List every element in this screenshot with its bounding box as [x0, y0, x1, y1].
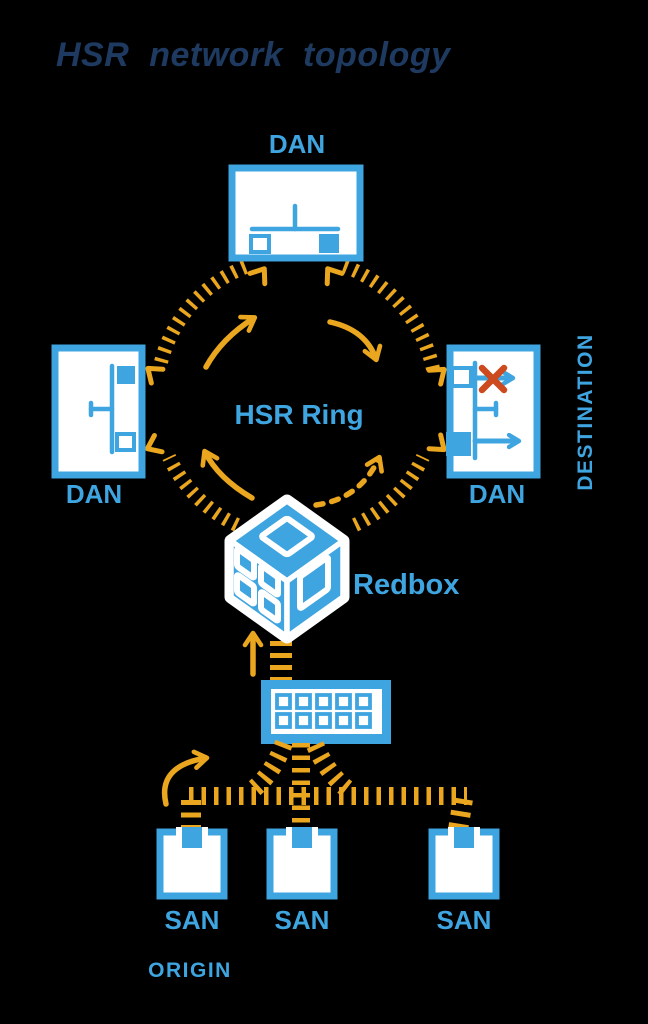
san-left-device: SAN	[156, 827, 228, 935]
san-links	[181, 739, 473, 832]
link-to-san-right	[448, 797, 473, 832]
redbox-device: Redbox	[224, 494, 459, 644]
ring-arrowhead-icon	[144, 432, 165, 455]
san-center-label: SAN	[275, 905, 330, 935]
san-center-device: SAN	[266, 827, 338, 935]
dan-left-device: DAN	[51, 344, 146, 509]
link-switch-branch-left	[245, 739, 293, 799]
san-right-label: SAN	[437, 905, 492, 935]
dan-top-label: DAN	[269, 129, 325, 159]
ring-arc-bottom-left	[162, 453, 241, 532]
ring-arc-top-left	[154, 259, 251, 364]
hsr-ring-label: HSR Ring	[234, 399, 363, 430]
dan-left-label: DAN	[66, 479, 122, 509]
ring-arrowhead-icon	[247, 266, 268, 287]
san-right-device: SAN	[428, 827, 500, 935]
ring-arrowhead-icon	[145, 365, 166, 386]
dan-right-label: DAN	[469, 479, 525, 509]
dan-node-icon	[228, 164, 364, 262]
redbox-cube-icon	[224, 494, 350, 644]
dan-right-device: DAN	[446, 344, 541, 509]
origin-flow-arrow	[161, 749, 210, 807]
ring-arrowhead-icon	[426, 432, 447, 453]
hsr-ring	[144, 259, 447, 532]
ring-flow-arrow-top-right	[327, 319, 383, 363]
ring-arc-top-right	[341, 259, 440, 371]
ring-flow-arrow-bottom-left	[200, 448, 255, 501]
san-node-icon	[156, 827, 228, 900]
destination-label: DESTINATION	[574, 333, 597, 490]
ethernet-switch-icon	[261, 680, 391, 744]
ring-arc-bottom-right	[351, 453, 430, 532]
ring-arrowhead-icon	[324, 266, 345, 287]
ring-flow-arrow-dashed	[313, 454, 384, 508]
page-title: HSR network topology	[56, 36, 452, 74]
dan-node-icon	[51, 344, 146, 479]
san-left-label: SAN	[165, 905, 220, 935]
link-switch-branch-right	[306, 741, 359, 801]
ring-flow-arrow-top-left	[203, 314, 258, 370]
dan-top-device: DAN	[228, 129, 364, 262]
dan-node-duplicate-discard-icon	[446, 344, 541, 479]
san-node-icon	[428, 827, 500, 900]
origin-label: ORIGIN	[148, 959, 232, 982]
redbox-label: Redbox	[353, 569, 459, 601]
ring-arrowhead-icon	[426, 366, 447, 387]
discard-x-icon	[478, 364, 508, 394]
san-node-icon	[266, 827, 338, 900]
